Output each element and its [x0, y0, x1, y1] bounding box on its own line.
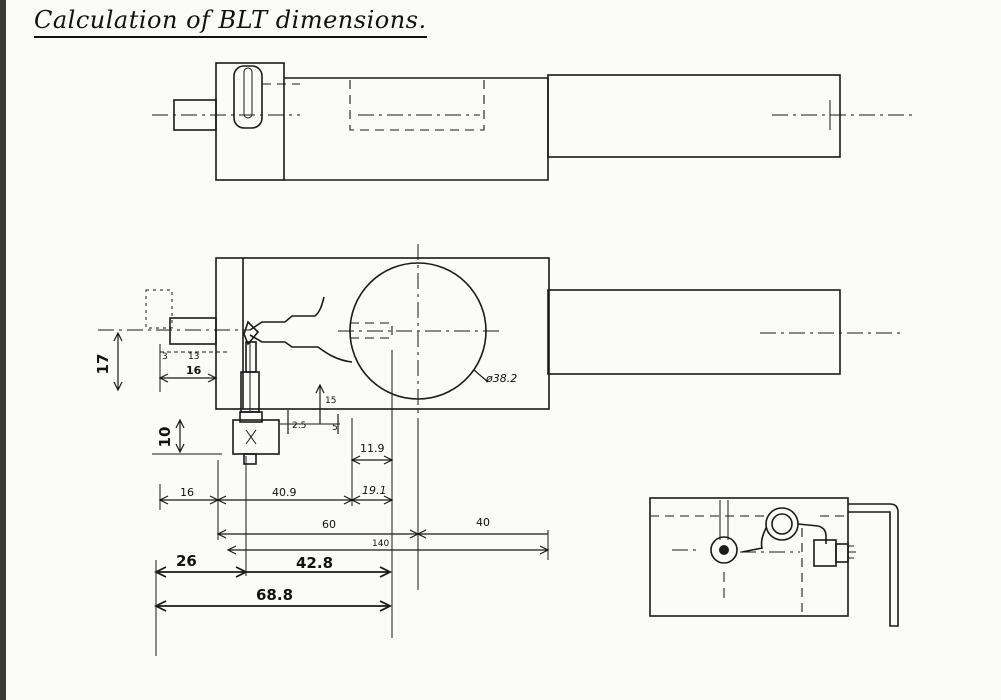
- top-view: [152, 62, 912, 181]
- diameter-leader: [473, 369, 489, 383]
- front-dimensions: 17 10 3 13 16 15 2.5 5: [94, 331, 394, 638]
- dim-68-8-label: 68.8: [256, 586, 293, 604]
- dim-10-arrows: [175, 418, 185, 454]
- front-view-body: [215, 257, 550, 410]
- detail-spring-link: [741, 527, 767, 553]
- detail-spring-loop: [765, 507, 799, 541]
- top-view-hidden-pocket: [349, 80, 485, 131]
- sheet-edge: [0, 0, 6, 700]
- dim-10-label: 10: [156, 427, 174, 448]
- detail-l-bracket: [848, 503, 899, 627]
- dim-26-label: 26: [176, 552, 197, 570]
- dim-140-arrows: [226, 545, 550, 555]
- cantilever-upper: [249, 296, 325, 331]
- dim-15-label: 15: [325, 396, 336, 406]
- detail-spring-arm: [797, 523, 827, 544]
- detail-bolt-thread: [848, 545, 856, 559]
- dim-2-5-label: 2.5: [292, 421, 306, 431]
- detail-view: [649, 497, 899, 627]
- dim-11-9-label: 11.9: [360, 442, 385, 455]
- front-view-hidden-bore: [350, 322, 393, 339]
- top-view-arm: [547, 74, 841, 158]
- top-view-slot: [233, 65, 263, 129]
- adjuster-block: [232, 419, 280, 455]
- top-view-clamp-block: [215, 62, 285, 181]
- page-title: Calculation of BLT dimensions.: [34, 6, 427, 38]
- dim-40-9-label: 40.9: [272, 486, 297, 499]
- dim-40-arrow: [416, 529, 427, 539]
- dim-60-label: 60: [322, 518, 336, 531]
- detail-spring-loop-inner: [771, 513, 793, 535]
- dim-5-label: 5: [332, 423, 338, 433]
- top-view-body: [284, 77, 549, 181]
- detail-nut: [813, 539, 837, 567]
- diameter-label: ø38.2: [485, 372, 517, 385]
- dim-40-label: 40: [476, 516, 490, 529]
- dim-3-label: 3: [162, 352, 168, 362]
- dim-19-1-label: 19.1: [362, 484, 387, 497]
- adjuster-knob: [243, 453, 257, 465]
- dim-15-arrow: [315, 383, 325, 394]
- dim-19-1-arrows: [350, 495, 394, 505]
- adjuster-collar: [239, 411, 263, 423]
- front-view-ghost-part: [145, 289, 173, 329]
- hinge-joint: [243, 320, 260, 346]
- dim-13-label: 13: [188, 352, 199, 362]
- screw-shank: [245, 341, 257, 373]
- dimension-chain: 16 40.9 19.1 60 40 140 26: [153, 420, 550, 656]
- front-view-stub: [169, 317, 217, 345]
- detail-hub: [710, 536, 738, 564]
- front-view-arm: [547, 289, 841, 375]
- dim-16-top-label: 16: [186, 364, 202, 377]
- dim-42-8-arrow: [379, 566, 393, 578]
- dim-42-8-label: 42.8: [296, 554, 333, 572]
- adjuster-mark: [245, 429, 257, 445]
- dim-17-label: 17: [94, 354, 112, 375]
- dim-16-label: 16: [180, 486, 194, 499]
- top-view-slot-inner: [243, 67, 253, 119]
- front-view: ø38.2: [98, 244, 900, 465]
- dim-140-label: 140: [372, 539, 389, 549]
- cantilever-lower: [249, 334, 353, 363]
- dim-17-arrows: [113, 331, 123, 392]
- detail-bolt: [835, 543, 849, 563]
- detail-hub-core: [719, 545, 729, 555]
